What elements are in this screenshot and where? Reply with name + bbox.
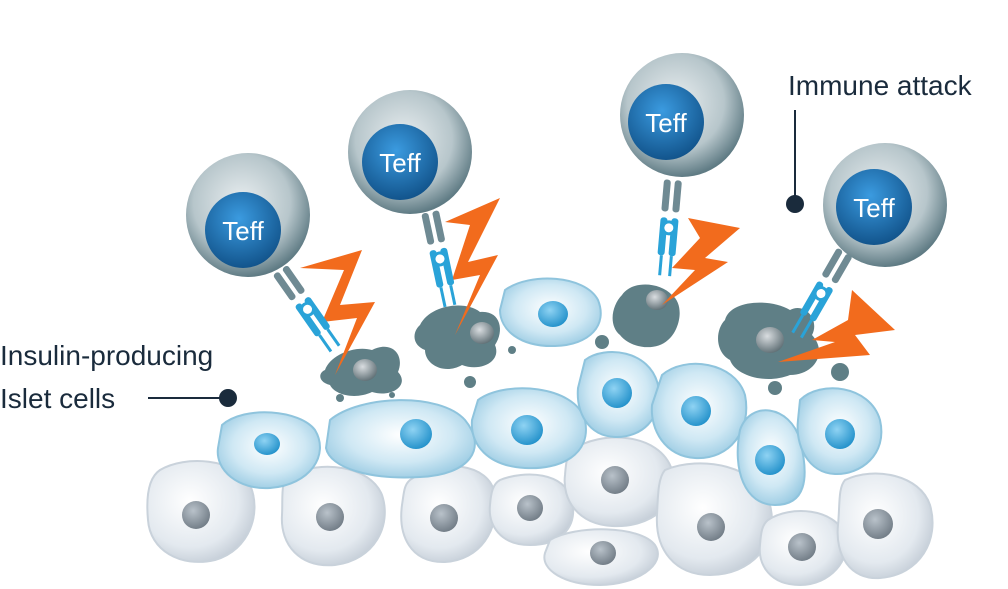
islet-label-line1: Insulin-producing (0, 340, 213, 371)
islet-cells (216, 277, 883, 507)
t-cell-label: Teff (222, 216, 264, 246)
lightning-bolt-icon (662, 218, 740, 305)
lightning-bolt-icon (445, 198, 500, 335)
islet-cell (470, 387, 587, 470)
islet-cell (736, 409, 806, 507)
callout-dot (786, 195, 804, 213)
t-cell-label: Teff (853, 193, 895, 223)
damaged-cell (320, 346, 402, 402)
t-cell-label: Teff (379, 148, 421, 178)
t-cell: Teff (348, 90, 472, 308)
immune-attack-label: Immune attack (788, 70, 973, 101)
gray-cell (758, 510, 848, 587)
islet-cells-callout: Insulin-producing Islet cells (0, 340, 237, 414)
immune-attack-callout: Immune attack (786, 70, 973, 213)
t-cell: Teff (620, 53, 744, 277)
gray-cell (146, 460, 256, 563)
t-cell-label: Teff (645, 108, 687, 138)
damaged-cell (595, 284, 680, 349)
damaged-cell (414, 305, 516, 388)
tcr-receptor (273, 266, 341, 353)
islet-cell (324, 399, 476, 479)
t-cell: Teff (791, 143, 947, 339)
t-cell: Teff (186, 153, 341, 353)
islet-cell (796, 387, 883, 476)
islet-cell (498, 277, 602, 348)
lightning-bolts (300, 198, 895, 375)
background-cells (146, 436, 934, 587)
islet-cell (216, 411, 321, 490)
islet-label-line2: Islet cells (0, 383, 115, 414)
tcr-receptor (421, 210, 457, 308)
gray-cell (488, 473, 575, 547)
islet-cell (576, 351, 660, 439)
islet-cell (650, 362, 748, 460)
lightning-bolt-icon (778, 290, 895, 362)
tcr-receptor (657, 179, 682, 277)
gray-cell (563, 436, 675, 528)
gray-cell (400, 465, 497, 564)
gray-cell (836, 472, 934, 580)
lightning-bolt-icon (300, 250, 375, 375)
gray-cell (543, 528, 659, 587)
callout-dot (219, 389, 237, 407)
gray-cell (655, 462, 773, 577)
tcr-receptor (791, 248, 852, 339)
